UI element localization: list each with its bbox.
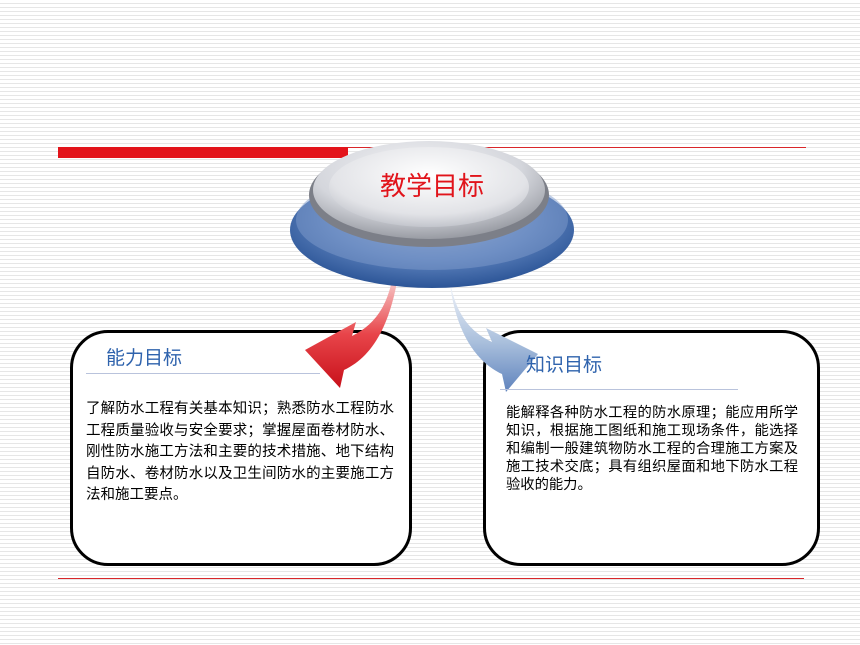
ability-goal-title: 能力目标 bbox=[106, 347, 183, 369]
center-title: 教学目标 bbox=[379, 172, 484, 202]
knowledge-goal-title: 知识目标 bbox=[526, 354, 603, 376]
ability-goal-text: 了解防水工程有关基本知识；熟悉防水工程防水工程质量验收与安全要求；掌握屋面卷材防… bbox=[86, 401, 394, 503]
knowledge-title-underline bbox=[500, 389, 738, 390]
knowledge-goal-box bbox=[483, 330, 820, 566]
ability-goal-box bbox=[70, 330, 412, 566]
center-disk bbox=[290, 141, 574, 288]
ability-title-underline bbox=[86, 373, 320, 374]
red-accent-bar bbox=[58, 147, 348, 158]
bottom-rule-line bbox=[58, 578, 804, 579]
knowledge-goal-text: 能解释各种防水工程的防水原理；能应用所学知识，根据施工图纸和施工现场条件，能选择… bbox=[506, 405, 798, 493]
branch-arrows bbox=[305, 280, 538, 392]
blue-arrow-icon bbox=[450, 282, 538, 392]
top-rule-line bbox=[348, 147, 806, 148]
red-arrow-icon bbox=[305, 280, 397, 388]
